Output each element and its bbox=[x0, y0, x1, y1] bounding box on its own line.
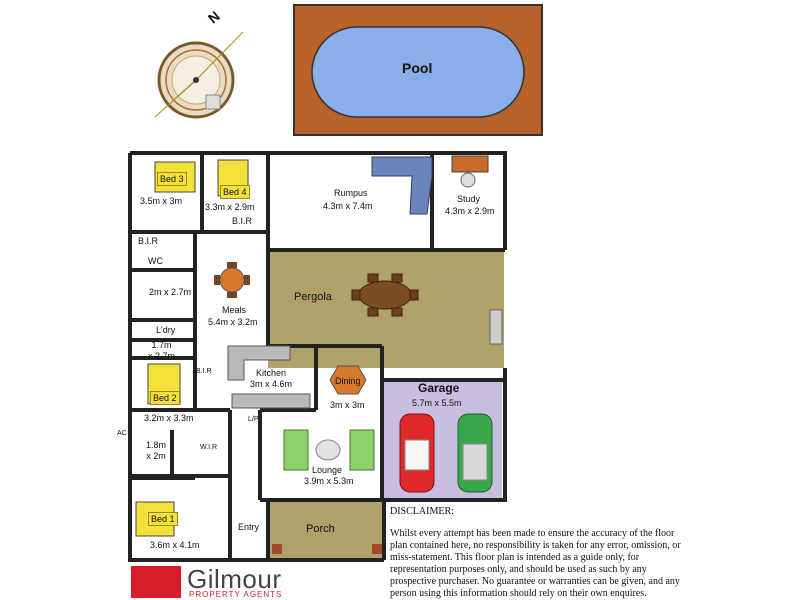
kitchen-dims: 3m x 4.6m bbox=[250, 379, 293, 389]
study-label: Study bbox=[457, 194, 481, 204]
brand-name: Gilmour bbox=[187, 564, 282, 594]
dining-label: Dining bbox=[335, 376, 361, 387]
ldry-label: L'dry bbox=[156, 325, 176, 335]
meals-label: Meals bbox=[222, 305, 247, 315]
rumpus-dims: 4.3m x 7.4m bbox=[323, 201, 373, 211]
bed3-label: Bed 3 bbox=[157, 172, 187, 186]
pool bbox=[293, 4, 543, 136]
lounge-label: Lounge bbox=[312, 465, 343, 475]
dining-dims: 3m x 3m bbox=[330, 400, 365, 410]
porch-label: Porch bbox=[306, 523, 335, 535]
brand-tagline: PROPERTY AGENTS bbox=[189, 590, 283, 599]
hall-dims: 1.7m x 2.7m bbox=[148, 340, 176, 361]
bir-bed3-label: B.I.R bbox=[138, 236, 159, 246]
pergola-label: Pergola bbox=[294, 291, 332, 303]
desk-icon bbox=[451, 155, 489, 173]
ensuite-dims: 1.8m x 2m bbox=[146, 440, 167, 461]
disclaimer-title: DISCLAIMER: bbox=[390, 506, 454, 517]
logo-mark bbox=[131, 566, 181, 598]
lounge-sofa-icon bbox=[283, 429, 375, 471]
kitchen-label: Kitchen bbox=[256, 368, 287, 378]
pergola-table-icon bbox=[351, 273, 419, 317]
meals-dims: 5.4m x 3.2m bbox=[208, 317, 258, 327]
garage-label: Garage bbox=[418, 381, 460, 395]
bed3-dims: 3.5m x 3m bbox=[140, 196, 183, 206]
compass-icon bbox=[154, 31, 244, 119]
bed4-dims: 3.3m x 2.9m bbox=[205, 202, 255, 212]
wir-label: W.I.R bbox=[200, 444, 218, 451]
brand-logo: Gilmour PROPERTY AGENTS bbox=[131, 564, 301, 599]
study-dims: 4.3m x 2.9m bbox=[445, 206, 495, 216]
disclaimer-body: Whilst every attempt has been made to en… bbox=[390, 528, 681, 599]
bed1-dims: 3.6m x 4.1m bbox=[150, 540, 200, 550]
lounge-dims: 3.9m x 5.3m bbox=[304, 476, 354, 486]
lp-label: L/P bbox=[248, 416, 259, 423]
garage-dims: 5.7m x 5.5m bbox=[412, 398, 462, 408]
car-icon bbox=[399, 413, 493, 493]
bath-dims: 2m x 2.7m bbox=[149, 287, 192, 297]
meals-table-icon bbox=[214, 262, 250, 298]
walls bbox=[128, 151, 507, 562]
bed2-dims: 3.2m x 3.3m bbox=[144, 413, 194, 423]
bed4-label: Bed 4 bbox=[220, 185, 250, 199]
bed2-label: Bed 2 bbox=[150, 391, 180, 405]
entry-label: Entry bbox=[238, 522, 260, 532]
sofa-icon bbox=[371, 156, 433, 215]
pergola-deck bbox=[268, 252, 504, 368]
porch-deck bbox=[270, 500, 384, 558]
ac-label: AC bbox=[117, 430, 127, 437]
wc-label: WC bbox=[148, 256, 163, 266]
pool-label: Pool bbox=[402, 60, 433, 76]
disclaimer: DISCLAIMER: Whilst every attempt has bee… bbox=[390, 506, 690, 600]
bir-bed4-label: B.I.R bbox=[232, 216, 253, 226]
bir-bed2-label: B.I.R bbox=[196, 368, 212, 375]
bed1-label: Bed 1 bbox=[148, 512, 178, 526]
kitchen-bench bbox=[227, 345, 291, 381]
rumpus-label: Rumpus bbox=[334, 188, 368, 198]
